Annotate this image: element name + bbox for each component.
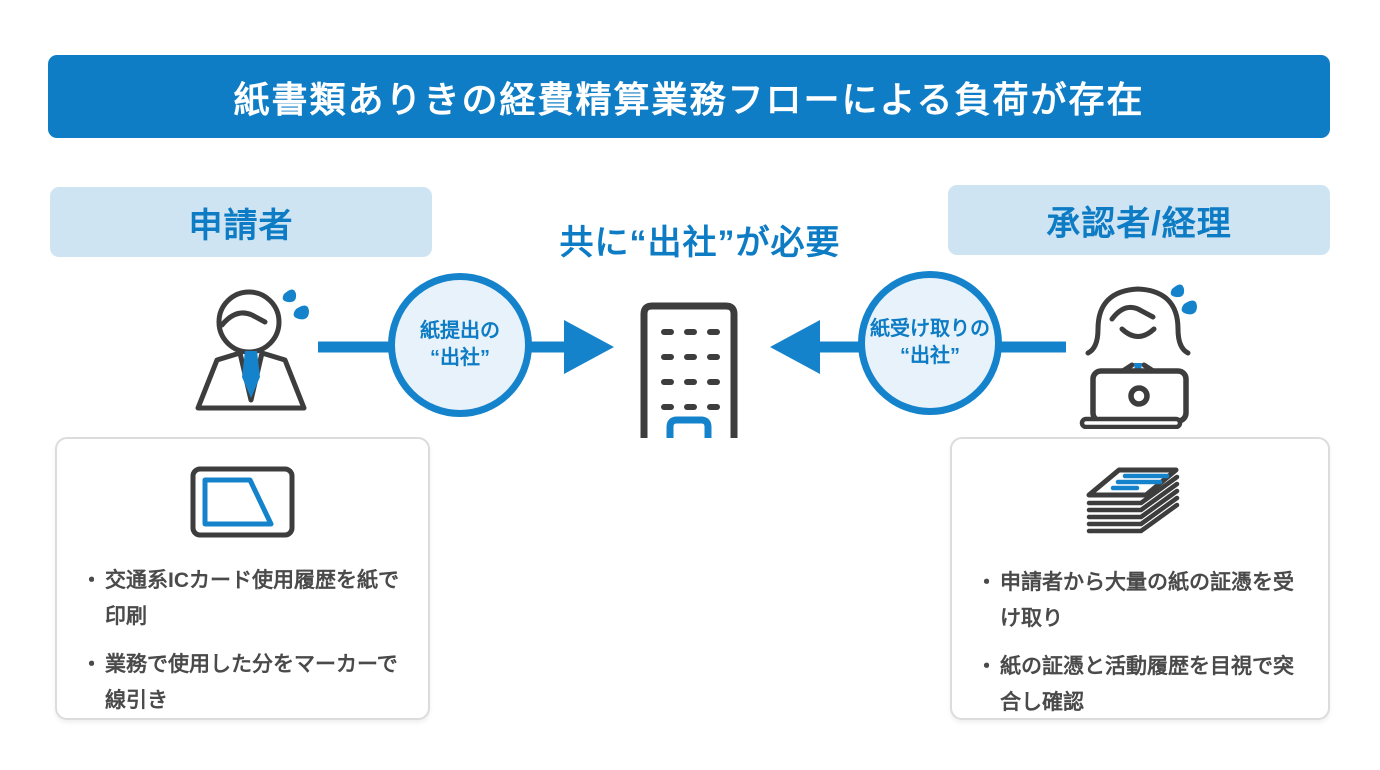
page-title: 紙書類ありきの経費精算業務フローによる負荷が存在 (233, 78, 1145, 120)
ic-card-icon (190, 466, 294, 538)
list-item: ・ 業務で使用した分をマーカーで線引き (81, 647, 404, 718)
bullet-text: 交通系ICカード使用履歴を紙で印刷 (105, 569, 399, 628)
paper-text-lines (1110, 473, 1170, 491)
center-headline: 共に“出社”が必要 (559, 224, 841, 262)
left-circle-line1: 紙提出の (420, 320, 500, 342)
paper-submission-commute-badge: 紙提出の “出社” (388, 273, 532, 417)
applicant-burden-list: ・ 交通系ICカード使用履歴を紙で印刷 ・ 業務で使用した分をマーカーで線引き (81, 563, 404, 719)
list-item: ・ 申請者から大量の紙の証憑を受け取り (976, 565, 1304, 636)
bullet-marker: ・ (81, 653, 102, 677)
sweating-worker-laptop-icon (1079, 284, 1197, 429)
building-door (666, 416, 712, 438)
approver-label: 承認者/経理 (1046, 204, 1232, 243)
paper-receipt-commute-badge: 紙受け取りの “出社” (858, 271, 1002, 415)
sweating-businessman-icon (195, 289, 309, 411)
role-label-approver: 承認者/経理 (948, 185, 1330, 255)
left-circle-line2: “出社” (430, 347, 490, 369)
applicant-label: 申請者 (188, 206, 294, 245)
building-windows (661, 329, 720, 410)
paper-stack-edges (1086, 474, 1180, 534)
applicant-burden-card: ・ 交通系ICカード使用履歴を紙で印刷 ・ 業務で使用した分をマーカーで線引き (55, 437, 430, 720)
paper-stack-icon (1086, 467, 1180, 534)
bullet-text: 申請者から大量の紙の証憑を受け取り (1000, 571, 1294, 630)
header-banner: 紙書類ありきの経費精算業務フローによる負荷が存在 (48, 55, 1330, 138)
approver-burden-card: ・ 申請者から大量の紙の証憑を受け取り ・ 紙の証憑と活動履歴を目視で突合し確認 (950, 437, 1330, 720)
bullet-marker: ・ (81, 569, 102, 592)
role-label-applicant: 申請者 (50, 187, 432, 257)
bullet-marker: ・ (976, 655, 997, 679)
approver-burden-list: ・ 申請者から大量の紙の証憑を受け取り ・ 紙の証憑と活動履歴を目視で突合し確認 (976, 565, 1304, 721)
bullet-marker: ・ (976, 571, 997, 594)
office-building-icon (640, 302, 738, 438)
bullet-text: 紙の証憑と活動履歴を目視で突合し確認 (1000, 655, 1294, 715)
list-item: ・ 交通系ICカード使用履歴を紙で印刷 (81, 563, 404, 634)
right-circle-line2: “出社” (900, 345, 960, 367)
right-circle-line1: 紙受け取りの (870, 318, 990, 340)
bullet-text: 業務で使用した分をマーカーで線引き (105, 653, 398, 713)
list-item: ・ 紙の証憑と活動履歴を目視で突合し確認 (976, 649, 1304, 720)
